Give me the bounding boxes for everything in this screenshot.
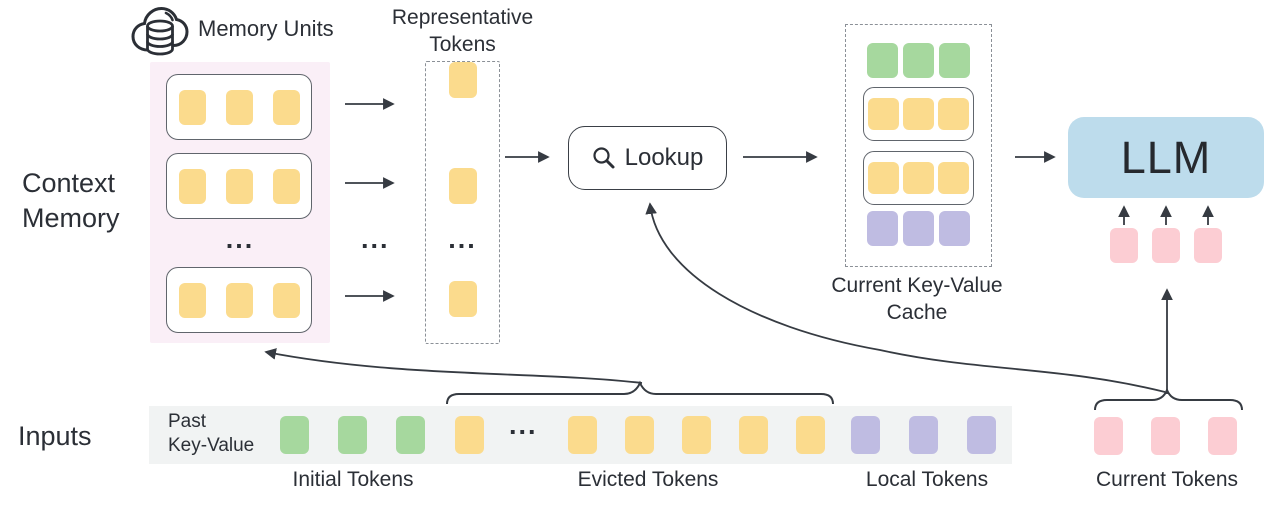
token [867, 43, 898, 78]
context-memory-label: Context Memory [22, 168, 120, 233]
token [939, 211, 970, 246]
memory-units-ellipsis: ... [225, 224, 255, 254]
token [280, 416, 309, 454]
token [448, 62, 477, 98]
memory-units-label: Memory Units [198, 16, 334, 41]
token [178, 89, 206, 125]
token [938, 98, 969, 130]
token [568, 416, 597, 454]
token [868, 162, 899, 194]
token [396, 416, 425, 454]
initial-tokens-label: Initial Tokens [292, 468, 414, 491]
token [903, 43, 934, 78]
memory-unit-3 [166, 267, 312, 333]
token [967, 416, 996, 454]
cache-row-local [846, 211, 991, 246]
llm-input-tokens [1110, 228, 1222, 263]
token [682, 416, 711, 454]
token [455, 416, 484, 454]
lookup-label: Lookup [624, 144, 704, 171]
cache-row-memory-unit-1 [863, 87, 974, 141]
token [225, 89, 253, 125]
past-kv-label: Past Key-Value [168, 411, 255, 456]
token [178, 168, 206, 204]
local-tokens-group [851, 416, 996, 454]
llm-label: LLM [1120, 131, 1212, 183]
magnifier-icon [593, 147, 615, 169]
memory-unit-1 [166, 74, 312, 140]
token [1194, 228, 1222, 263]
token [939, 43, 970, 78]
token [272, 168, 300, 204]
token [868, 98, 899, 130]
inputs-label: Inputs [18, 421, 92, 451]
token [796, 416, 825, 454]
memory-unit-2 [166, 153, 312, 219]
token [909, 416, 938, 454]
memory-units-cloud-database-icon [128, 2, 192, 62]
token [178, 282, 206, 318]
token [1110, 228, 1138, 263]
cache-row-initial [846, 43, 991, 78]
current-tokens-label: Current Tokens [1095, 468, 1239, 491]
evicted-tokens-group [568, 416, 825, 454]
token [867, 211, 898, 246]
token [272, 89, 300, 125]
cache-row-memory-unit-2 [863, 151, 974, 205]
arrow-evicted-to-context-memory [264, 348, 643, 384]
current-tokens-brace [1094, 387, 1243, 411]
current-tokens-group [1094, 417, 1237, 455]
token [272, 282, 300, 318]
token [448, 281, 477, 317]
token [1151, 417, 1180, 455]
evicted-tokens-label: Evicted Tokens [577, 468, 719, 491]
evicted-tokens-brace [446, 380, 834, 405]
token [938, 162, 969, 194]
token [903, 211, 934, 246]
llm-box: LLM [1068, 117, 1264, 198]
token [1208, 417, 1237, 455]
token [448, 168, 477, 204]
token [338, 416, 367, 454]
token [903, 162, 934, 194]
representative-tokens-ellipsis: ... [448, 224, 477, 254]
context-memory-panel: ... [150, 62, 330, 343]
token [903, 98, 934, 130]
token [739, 416, 768, 454]
token [225, 168, 253, 204]
current-kv-cache-box [845, 24, 992, 267]
token [1094, 417, 1123, 455]
strip-ellipsis: ... [509, 410, 538, 440]
representative-tokens-box: ... [425, 61, 500, 344]
initial-tokens-group [280, 416, 425, 454]
token [851, 416, 880, 454]
local-tokens-label: Local Tokens [865, 468, 989, 491]
evicted-tokens-pre-group [455, 416, 484, 454]
current-kv-cache-label: Current Key-Value Cache [831, 274, 1003, 324]
representative-tokens-label: Representative Tokens [391, 6, 534, 56]
token [1152, 228, 1180, 263]
token [625, 416, 654, 454]
lookup-button[interactable]: Lookup [568, 126, 727, 190]
token [225, 282, 253, 318]
gap-ellipsis: ... [361, 224, 390, 254]
